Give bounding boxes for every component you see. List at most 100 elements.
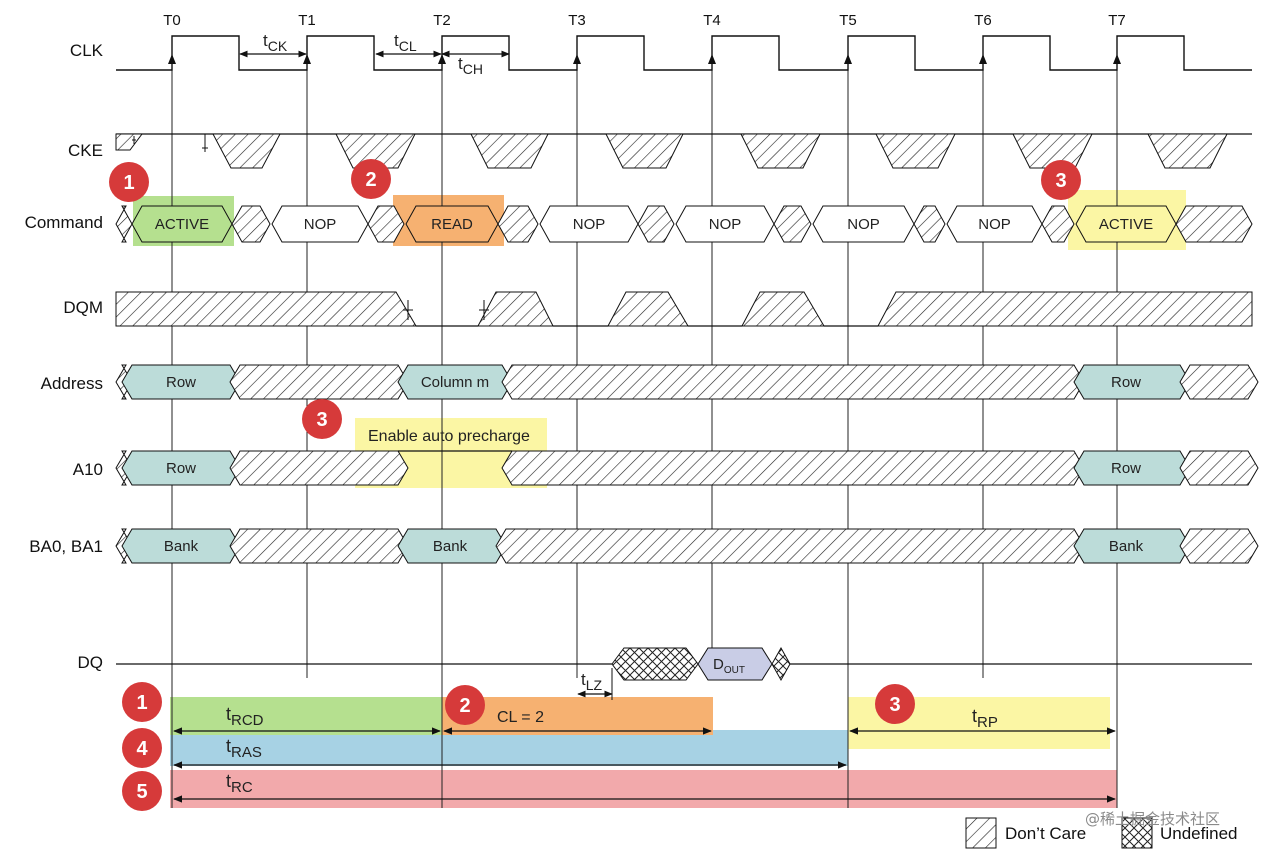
svg-text:2: 2 xyxy=(365,169,376,191)
signal-dqm: DQM xyxy=(63,298,103,317)
legend-undefined-swatch xyxy=(1121,817,1153,849)
clk-rising-edge-arrows xyxy=(168,54,1121,64)
ba-dontcare xyxy=(495,528,1085,564)
clk-edge-arrow xyxy=(1113,54,1121,64)
dqm-dontcare-3 xyxy=(741,291,825,327)
tcl-label: tCL xyxy=(394,31,417,54)
command-label-5: NOP xyxy=(847,216,880,233)
command-box-6 xyxy=(946,205,1043,243)
clk-waveform xyxy=(116,35,1252,71)
command-label-1: NOP xyxy=(304,216,337,233)
address-dontcare xyxy=(501,364,1085,400)
command-label-6: NOP xyxy=(978,216,1011,233)
ba-bank2-label: Bank xyxy=(433,538,468,555)
clk-edge-arrow xyxy=(438,54,446,64)
clock-tick-t1: T1 xyxy=(298,12,316,29)
tras-band xyxy=(170,730,848,766)
command-box-1 xyxy=(271,205,369,243)
dqm-waveform xyxy=(115,291,1253,327)
legend: Don’t Care Undefined xyxy=(965,817,1238,849)
dqm-dontcare-4 xyxy=(877,291,1253,327)
command-box-2 xyxy=(405,205,499,243)
command-label-4: NOP xyxy=(709,216,742,233)
command-dontcare xyxy=(773,205,812,243)
command-dontcare xyxy=(115,205,133,243)
tlz-label: tLZ xyxy=(581,670,603,693)
command-row: ACTIVE NOP READ NOP NOP NOP NOP ACTIVE xyxy=(115,205,1253,243)
command-dontcare xyxy=(637,205,675,243)
trcd-label: tRCD xyxy=(226,704,264,729)
signal-command: Command xyxy=(25,213,103,232)
dq-undefined-0 xyxy=(611,647,699,681)
svg-text:2: 2 xyxy=(459,695,470,717)
clock-tick-t2: T2 xyxy=(433,12,451,29)
command-dontcare xyxy=(1041,205,1075,243)
highlights xyxy=(133,190,1186,808)
auto-precharge-note: Enable auto precharge xyxy=(368,428,530,445)
svg-text:3: 3 xyxy=(1055,170,1066,192)
command-box-5 xyxy=(812,205,915,243)
command-box-4 xyxy=(675,205,775,243)
command-dontcare xyxy=(231,205,271,243)
a10-row2-label: Row xyxy=(1111,460,1141,477)
clock-tick-t5: T5 xyxy=(839,12,857,29)
address-column-label: Column m xyxy=(421,374,489,391)
dq-waveform: DOUT tLZ xyxy=(116,646,1252,700)
cke-dontcare-5 xyxy=(740,133,821,169)
cke-dontcare-8 xyxy=(1147,133,1228,169)
svg-text:3: 3 xyxy=(889,694,900,716)
badge-trcd-1: 1 xyxy=(122,682,162,722)
address-row-label: Row xyxy=(166,374,196,391)
ba-bank-label: Bank xyxy=(164,538,199,555)
clock-tick-t0: T0 xyxy=(163,12,181,29)
badge-a10-3: 3 xyxy=(302,399,342,439)
address-row2-label: Row xyxy=(1111,374,1141,391)
command-box-3 xyxy=(539,205,639,243)
a10-dontcare xyxy=(229,450,409,486)
signal-names: CLK CKE Command DQM Address A10 BA0, BA1… xyxy=(25,41,104,672)
command-label-2: READ xyxy=(431,216,473,233)
cl-label: CL = 2 xyxy=(497,709,544,726)
clk-edge-arrow xyxy=(979,54,987,64)
legend-undefined-label: Undefined xyxy=(1160,824,1238,843)
command-label-0: ACTIVE xyxy=(155,216,209,233)
clock-timing-annotations: tCK tCL tCH xyxy=(239,31,510,77)
clk-edge-arrow xyxy=(844,54,852,64)
signal-cke: CKE xyxy=(68,141,103,160)
badge-cmd-2: 2 xyxy=(351,159,391,199)
a10-dontcare xyxy=(501,450,1085,486)
trcd-band xyxy=(170,697,442,735)
command-box-7 xyxy=(1075,205,1177,243)
ba-dontcare xyxy=(229,528,409,564)
watermark: @稀土掘金技术社区 xyxy=(1085,810,1220,828)
command-label-3: NOP xyxy=(573,216,606,233)
cke-waveform xyxy=(115,133,1252,169)
command-label-7: ACTIVE xyxy=(1099,216,1153,233)
cke-dontcare-0 xyxy=(115,133,143,151)
cke-dontcare-4 xyxy=(605,133,684,169)
clk-edge-arrow xyxy=(573,54,581,64)
badge-cmd-1: 1 xyxy=(109,162,149,202)
clk-edge-arrow xyxy=(168,54,176,64)
trp-label: tRP xyxy=(972,706,998,731)
clock-tick-t4: T4 xyxy=(703,12,721,29)
clock-tick-t7: T7 xyxy=(1108,12,1126,29)
legend-dontcare-label: Don’t Care xyxy=(1005,824,1086,843)
cke-dontcare-3 xyxy=(470,133,549,169)
address-row: Row Column m Row xyxy=(115,364,1259,400)
badge-cl-2: 2 xyxy=(445,685,485,725)
a10-dontcare xyxy=(1179,450,1259,486)
dq-dout-label: DOUT xyxy=(713,656,745,676)
signal-address: Address xyxy=(41,374,103,393)
cke-dontcare-2 xyxy=(335,133,416,169)
svg-text:1: 1 xyxy=(136,692,147,714)
ba-dontcare xyxy=(1179,528,1259,564)
dq-undefined-1 xyxy=(771,646,791,682)
signal-a10: A10 xyxy=(73,460,103,479)
cke-dontcare-6 xyxy=(875,133,956,169)
clock-tick-t3: T3 xyxy=(568,12,586,29)
